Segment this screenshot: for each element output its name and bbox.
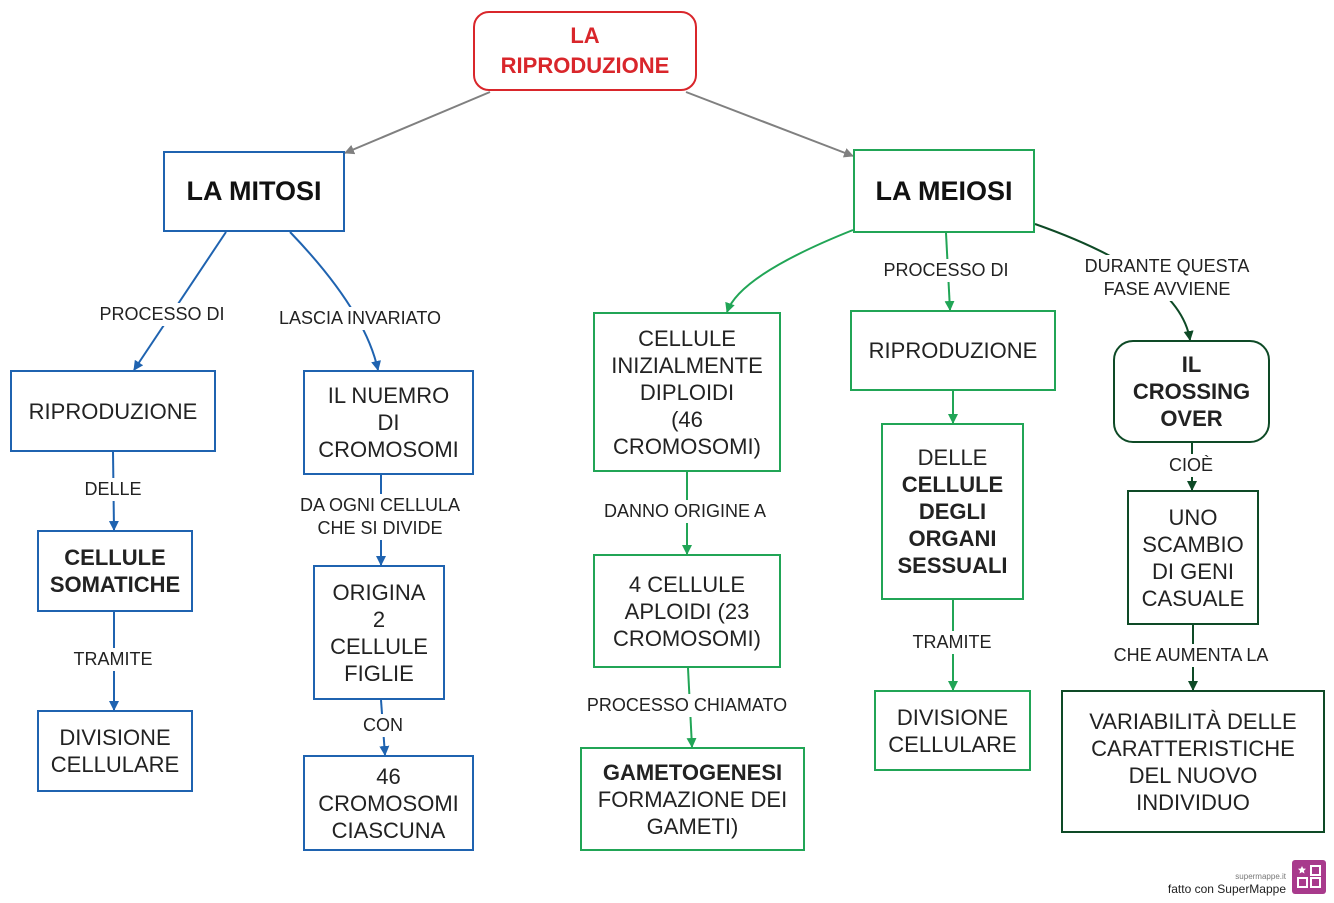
label-tramite-meiosi: TRAMITE: [912, 631, 992, 654]
label-danno-origine: DANNO ORIGINE A: [603, 500, 767, 523]
label-tramite-mitosi: TRAMITE: [73, 648, 153, 671]
label-processo-di-mitosi: PROCESSO DI: [99, 303, 225, 326]
footer-site: supermappe.it: [1235, 872, 1286, 881]
node-la-mitosi[interactable]: LA MITOSI: [163, 151, 345, 232]
label-cioe: CIOÈ: [1168, 454, 1214, 477]
label-processo-di-meiosi: PROCESSO DI: [883, 259, 1009, 282]
label-processo-chiamato: PROCESSO CHIAMATO: [586, 694, 788, 717]
label-delle: DELLE: [84, 478, 142, 501]
edge-root-meiosi: [685, 91, 854, 158]
label-lascia-invariato: LASCIA INVARIATO: [278, 307, 442, 330]
edge-meiosi-diploidi: [725, 229, 854, 313]
edge-mitosi-numero: [289, 231, 381, 371]
node-mitosi-riproduzione[interactable]: RIPRODUZIONE: [10, 370, 216, 452]
footer-made-with: fatto con SuperMappe: [1167, 882, 1286, 896]
label-che-aumenta: CHE AUMENTA LA: [1113, 644, 1269, 667]
supermappe-logo-icon: [1292, 860, 1326, 894]
node-la-meiosi[interactable]: LA MEIOSI: [853, 149, 1035, 233]
label-con: CON: [363, 714, 403, 737]
edge-root-mitosi: [344, 91, 491, 155]
edge-mitosi-riproduzione: [133, 231, 227, 371]
footer-credit: supermappe.it fatto con SuperMappe: [1130, 860, 1328, 898]
node-meiosi-riproduzione[interactable]: RIPRODUZIONE: [850, 310, 1056, 391]
